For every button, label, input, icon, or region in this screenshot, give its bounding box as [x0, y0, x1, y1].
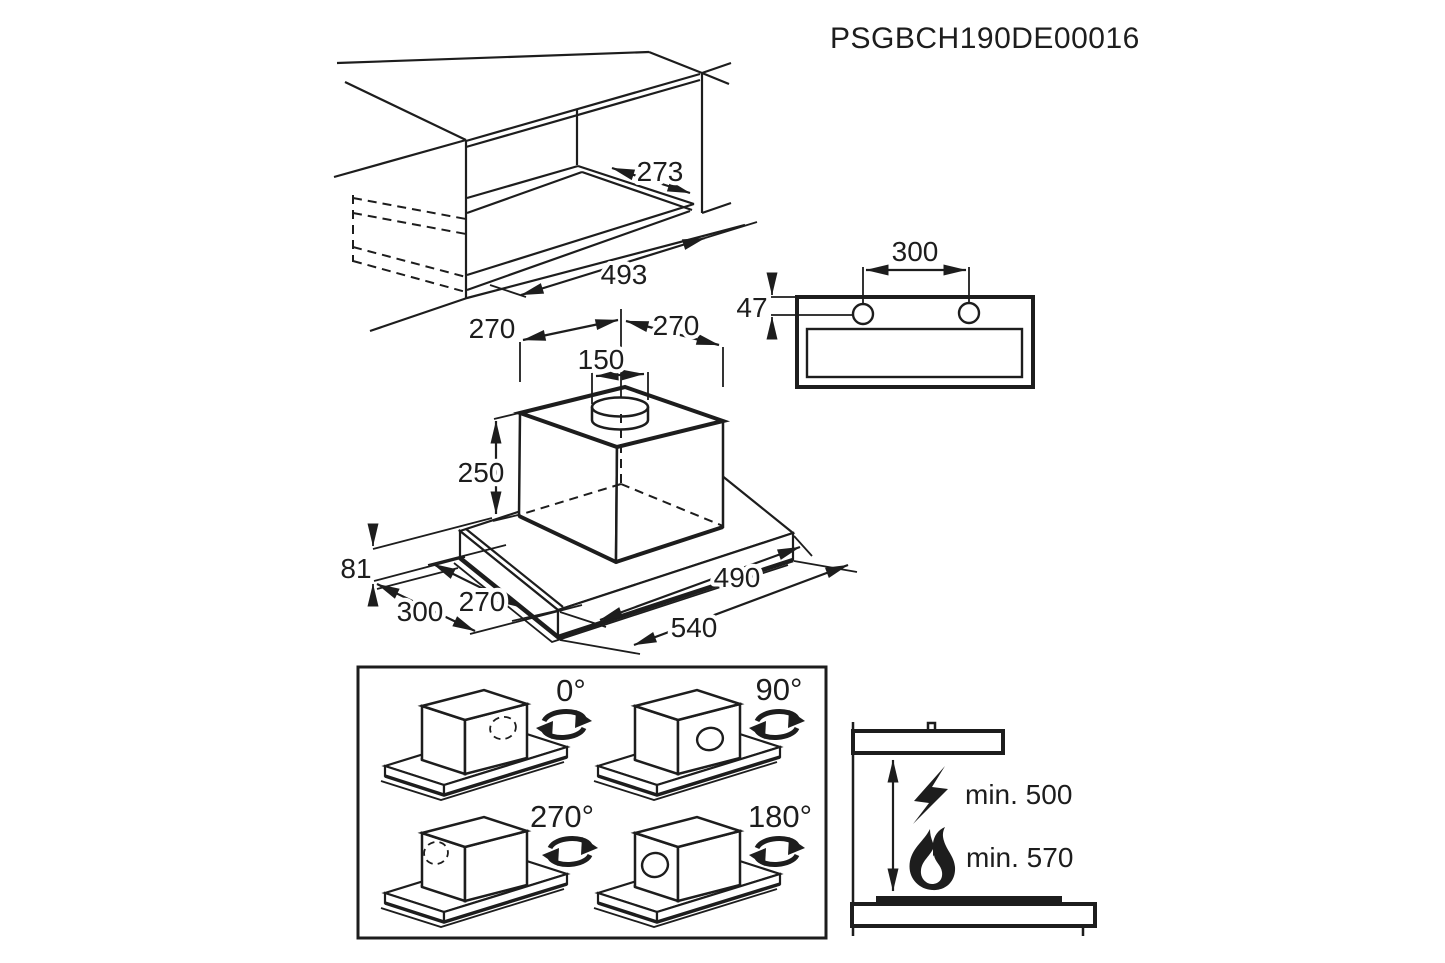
part-number-title: PSGBCH190DE00016: [830, 22, 1140, 55]
clearance-figure: min. 500 min. 570: [850, 721, 1097, 936]
duct-offset-left-dim: 270: [469, 313, 516, 344]
gas-clearance-label: min. 570: [966, 842, 1073, 873]
body-width-dim: 540: [671, 612, 718, 643]
duct-collar: [590, 396, 650, 418]
mounting-hole-left: [851, 302, 875, 326]
hole-offset-dim: 47: [736, 292, 767, 323]
rotation-arrows-icon: [542, 837, 598, 866]
duct-offset-right-dim: 270: [653, 310, 700, 341]
hood-dimensions-figure: 270 270 150 250 81 300 270 490 540: [336, 306, 858, 655]
duct-hole-dashed: [489, 715, 517, 741]
inner-width-dim: 490: [714, 562, 761, 593]
rotation-arrows-icon: [749, 710, 805, 739]
hole-spacing-dim: 300: [892, 236, 939, 267]
cabinet-cutout-figure: 273 493: [333, 50, 758, 333]
mounting-hole-right: [957, 301, 981, 325]
rotation-angle-label: 270°: [530, 799, 594, 834]
cutout-depth-dim: 273: [637, 156, 684, 187]
duct-hole: [695, 726, 725, 752]
body-depth-dim: 300: [397, 596, 444, 627]
part-number-text: PSGBCH190DE00016: [830, 22, 1140, 55]
flame-icon: [909, 827, 956, 891]
rotation-option-270: 270°: [379, 796, 598, 929]
rotation-arrows-icon: [749, 837, 805, 866]
duct-hole: [640, 851, 670, 879]
hob-surface: [876, 896, 1062, 904]
hood-silhouette: [851, 729, 1005, 755]
rotation-angle-label: 90°: [756, 672, 803, 707]
duct-rotation-figure: 0° 90° 270° 180°: [356, 665, 828, 940]
duct-hole-dashed: [423, 841, 449, 865]
counter-silhouette: [850, 902, 1097, 928]
rotation-option-90: 90°: [592, 669, 805, 802]
cutout-width-dim: 493: [601, 259, 648, 290]
hidden-duct-path: [352, 195, 467, 293]
body-height-dim: 81: [340, 553, 371, 584]
electric-clearance-label: min. 500: [965, 779, 1072, 810]
mounting-front-view-figure: 300 47: [732, 232, 1035, 389]
rotation-option-0: 0°: [379, 670, 592, 802]
rotation-option-180: 180°: [592, 796, 815, 929]
chimney-height-dim: 250: [458, 457, 505, 488]
rotation-angle-label: 180°: [748, 799, 812, 834]
duct-diameter-dim: 150: [578, 344, 625, 375]
rotation-arrows-icon: [536, 710, 592, 739]
lightning-icon: [913, 766, 948, 824]
front-depth-dim: 270: [459, 586, 506, 617]
rotation-angle-label: 0°: [556, 673, 586, 708]
